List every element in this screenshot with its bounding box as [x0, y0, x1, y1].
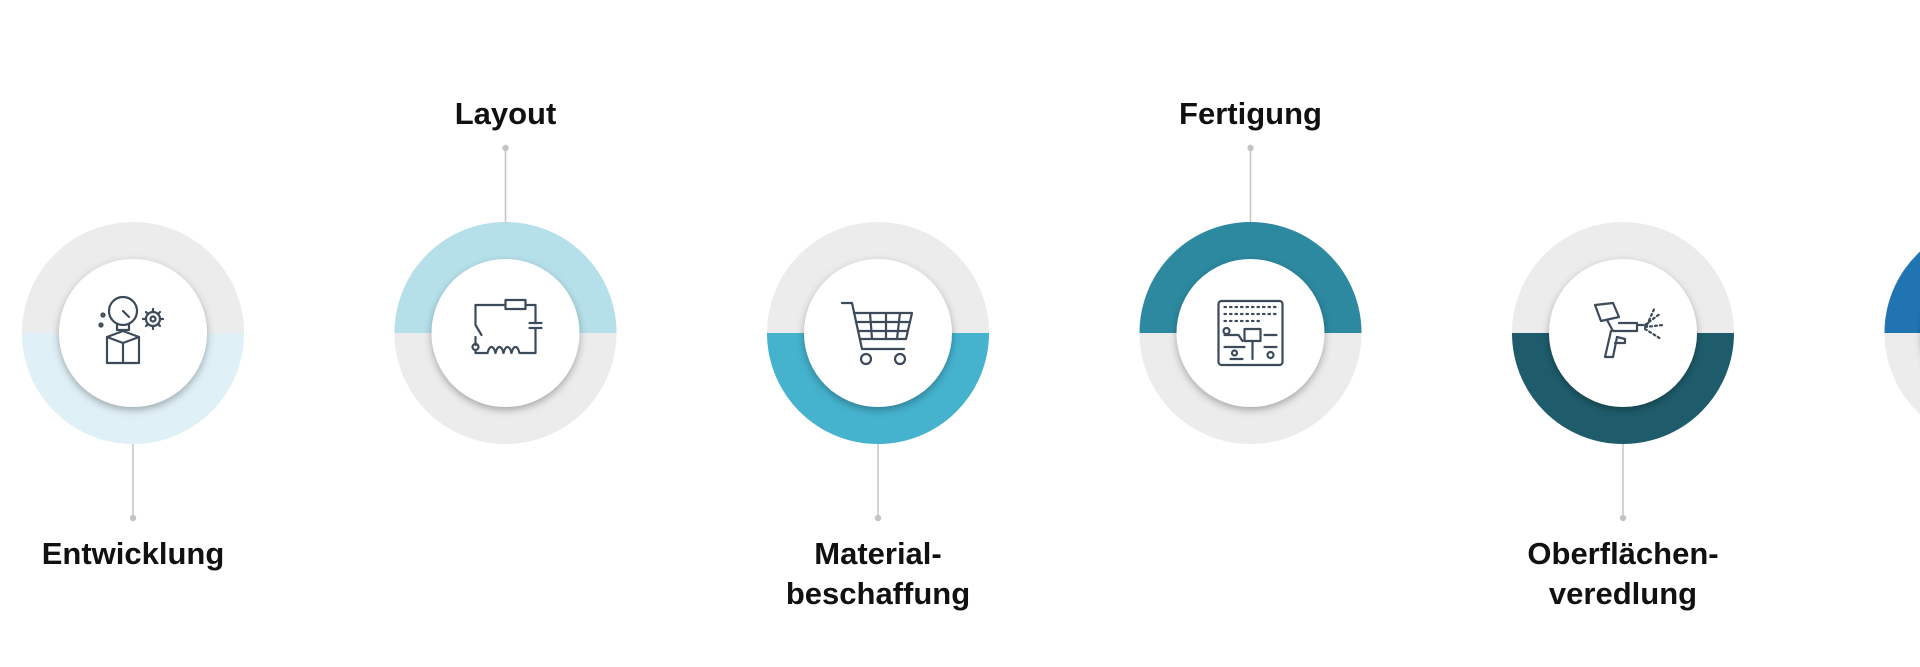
connector-dot	[129, 514, 137, 522]
inner-circles	[59, 259, 1697, 407]
step-label: Fertigung	[1179, 96, 1322, 131]
step-label: Material-beschaffung	[786, 536, 970, 611]
step-label: Entwicklung	[42, 536, 225, 571]
connector-dot	[1619, 514, 1627, 522]
connector-dot	[1247, 144, 1254, 152]
connector-dot	[502, 144, 509, 152]
step-label: Layout	[455, 96, 557, 131]
step-inner-circle	[1549, 259, 1697, 407]
colored-arcs	[22, 222, 1920, 444]
spray-gun-icon	[1593, 301, 1665, 359]
step-inner-circle	[804, 259, 952, 407]
step-label-line: veredlung	[1549, 576, 1697, 611]
step-label-line: Entwicklung	[42, 536, 225, 571]
step-arc	[1512, 332, 1734, 444]
step-label-line: beschaffung	[786, 576, 970, 611]
step-arc	[1139, 222, 1362, 334]
step-arc	[394, 222, 617, 334]
connector-dot	[874, 514, 882, 522]
step-label-line: Material-	[814, 536, 941, 571]
step-label-line: Fertigung	[1179, 96, 1322, 131]
step-label-line: Layout	[455, 96, 557, 131]
circuit-board-icon	[1217, 299, 1284, 367]
step-icons	[98, 295, 1665, 367]
step-inner-circle	[1176, 259, 1325, 407]
circuit-schematic-icon	[471, 298, 543, 355]
connectors	[129, 144, 1627, 522]
step-arc	[22, 332, 244, 444]
idea-gear-box-icon	[98, 295, 165, 365]
step-arc	[1884, 251, 1920, 334]
step-label-line: Oberflächen-	[1527, 536, 1718, 571]
shopping-cart-icon	[840, 301, 914, 366]
step-inner-circle	[59, 259, 207, 407]
step-arc	[767, 332, 989, 444]
step-label: Oberflächen-veredlung	[1527, 536, 1718, 611]
step-inner-circle	[431, 259, 580, 407]
